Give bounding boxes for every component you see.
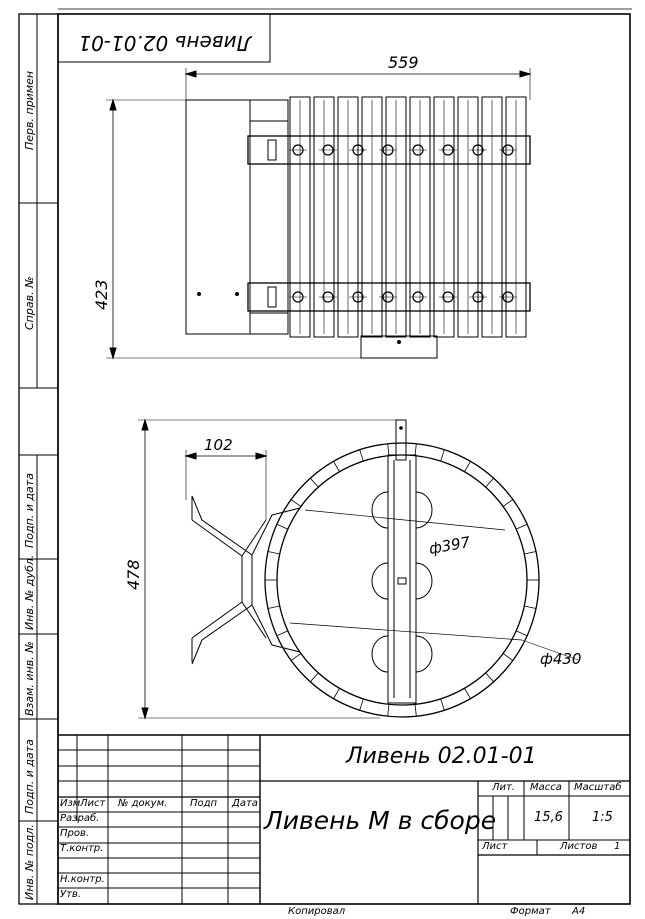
side-column-frame: [18, 13, 59, 905]
sheet-label: Лист: [482, 841, 508, 852]
plan-view: [138, 418, 579, 720]
side-perv-primen: Перв. примен: [23, 70, 36, 150]
row-utv: Утв.: [60, 889, 81, 900]
dim-559: 559: [388, 53, 419, 72]
row-razrab: Разраб.: [60, 813, 100, 824]
side-inv-dubl: Инв. № дубл.: [23, 554, 36, 630]
sheets-value: 1: [614, 841, 621, 852]
col-list: Лист: [80, 798, 106, 809]
sheets-label: Листов: [560, 841, 598, 852]
mass-value: 15,6: [534, 810, 563, 825]
drawing-title: Ливень М в сборе: [264, 806, 497, 835]
top-view: [106, 68, 532, 360]
dim-dia-397: ф397: [428, 533, 472, 558]
side-podp-data-bottom: Подп. и дата: [23, 739, 36, 814]
corner-code: Ливень 02.01-01: [78, 31, 252, 55]
drawing-frame: [57, 13, 631, 905]
col-izm: Изм: [60, 798, 81, 809]
corner-stamp: [57, 13, 271, 63]
scale-value: 1:5: [592, 810, 613, 825]
side-vzam-inv: Взам. инв. №: [23, 641, 36, 716]
designation: Ливень 02.01-01: [346, 744, 537, 769]
dim-102: 102: [204, 436, 233, 454]
copied-label: Копировал: [288, 906, 346, 917]
row-prov: Пров.: [60, 828, 90, 839]
col-data: Дата: [232, 798, 258, 809]
dim-478: 478: [124, 559, 143, 590]
dim-423: 423: [92, 279, 111, 310]
mass-label: Масса: [530, 782, 562, 793]
side-sprav-no: Справ. №: [23, 276, 36, 330]
col-doc: № докум.: [118, 798, 168, 809]
side-podp-data-top: Подп. и дата: [23, 473, 36, 548]
row-tkontr: Т.контр.: [60, 843, 104, 854]
scale-label: Масштаб: [574, 782, 622, 793]
col-podp: Подп: [190, 798, 218, 809]
title-block-lines: [58, 734, 630, 904]
format-label: Формат: [510, 906, 551, 917]
lit-label: Лит.: [492, 782, 516, 793]
dim-dia-430: ф430: [540, 650, 581, 668]
row-nkontr: Н.контр.: [60, 874, 105, 885]
format-value: A4: [572, 906, 586, 917]
side-inv-podl: Инв. № подл.: [23, 824, 36, 900]
